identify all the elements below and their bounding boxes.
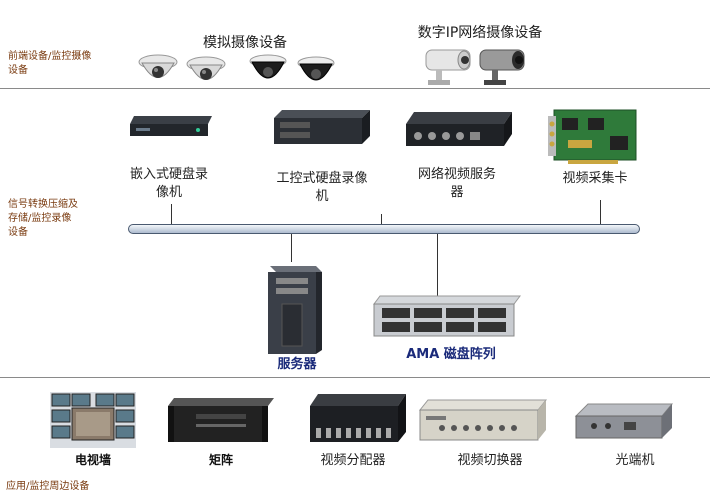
connector-line	[437, 232, 438, 296]
connector-line	[381, 214, 382, 226]
bullet-camera-dark-icon	[479, 49, 525, 85]
video-switcher-label: 视频切换器	[457, 453, 523, 468]
server-label: 服务器	[277, 357, 317, 372]
industrial-dvr-icon	[274, 110, 370, 144]
embedded-dvr-label: 嵌入式硬盘录像机	[129, 167, 208, 200]
video-switcher-icon	[418, 399, 548, 441]
section-label-bottom: 应用/监控周边设备	[6, 481, 90, 492]
tv-wall-icon	[50, 392, 136, 448]
ip-cameras-title: 数字IP网络摄像设备	[417, 25, 543, 41]
dome-camera-dark-icon	[249, 54, 287, 79]
optical-terminal-icon	[574, 403, 674, 439]
dome-camera-dark-icon	[297, 56, 335, 81]
dome-camera-icon	[186, 56, 226, 80]
matrix-icon	[168, 398, 274, 442]
network-bus	[128, 224, 640, 234]
section-label-front: 前端设备/监控摄像设备	[8, 51, 92, 76]
embedded-dvr-icon	[130, 116, 212, 136]
disk-array-icon	[373, 295, 521, 337]
separator-top	[0, 88, 710, 89]
capture-card-label: 视频采集卡	[562, 171, 628, 186]
video-server-icon	[406, 112, 512, 146]
optical-terminal-label: 光端机	[615, 453, 655, 468]
tv-wall-label: 电视墙	[74, 453, 111, 467]
tower-server-icon	[268, 266, 322, 354]
matrix-label: 矩阵	[208, 453, 233, 467]
separator-bottom	[0, 377, 710, 378]
connector-line	[291, 232, 292, 262]
video-distributor-icon	[310, 394, 406, 442]
connector-line	[171, 204, 172, 226]
capture-card-icon	[548, 109, 637, 164]
analog-cameras-title: 模拟摄像设备	[203, 35, 287, 51]
disk-array-label: AMA 磁盘阵列	[406, 347, 496, 362]
dome-camera-icon	[138, 54, 178, 78]
section-label-middle: 信号转换压缩及存储/监控录像设备	[8, 199, 78, 238]
industrial-dvr-label: 工控式硬盘录像机	[276, 171, 368, 204]
connector-line	[600, 200, 601, 226]
video-server-label: 网络视频服务器	[417, 167, 496, 200]
video-distributor-label: 视频分配器	[320, 453, 386, 468]
bullet-camera-icon	[425, 49, 471, 85]
